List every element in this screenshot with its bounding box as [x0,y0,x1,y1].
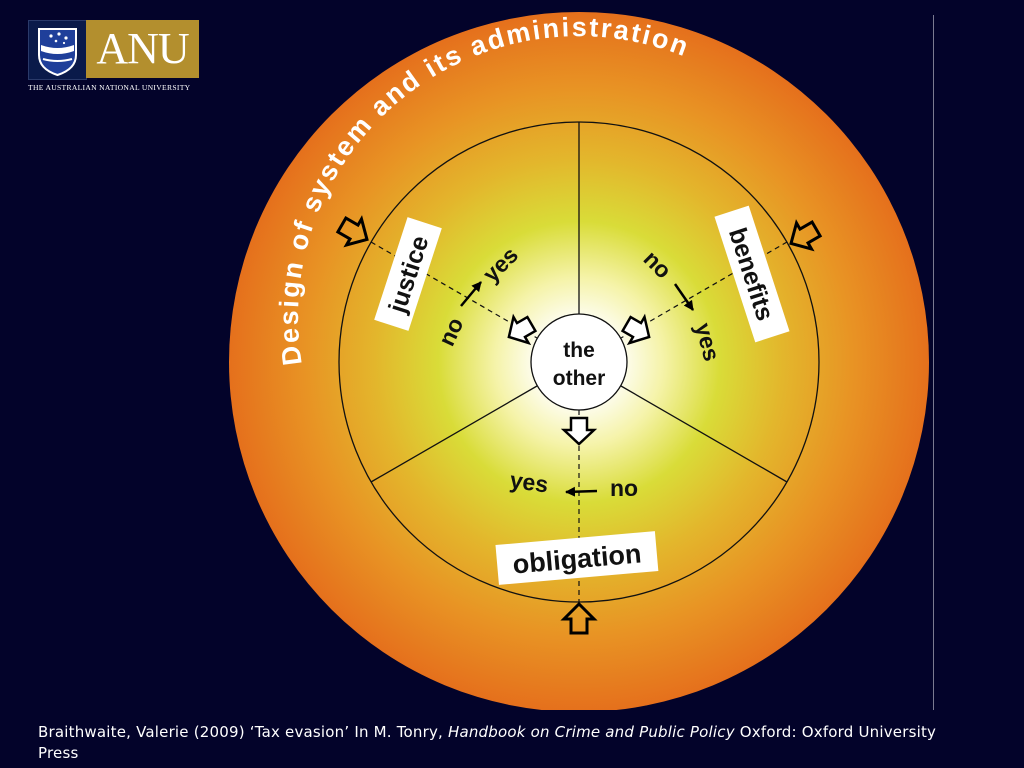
obligation-arrow-icon [565,486,598,497]
benefits-outer-arrow-icon [789,219,823,252]
obligation-block-arrow-icon [560,416,598,446]
center-label-line2: other [553,367,606,390]
obligation-no: no [610,475,638,501]
citation-book-title: Handbook on Crime and Public Policy [447,723,735,741]
obligation-label-box [495,531,659,585]
center-label-line1: the [563,339,595,362]
justice-arrow-icon [460,281,482,307]
obligation-segment: obligation [495,531,659,585]
divider-right [620,385,788,483]
citation-suffix: Oxford: Oxford University Press [38,723,937,762]
justice-label-box [374,217,442,331]
justice-block-arrow-icon [507,313,538,346]
obligation-outer-arrow-icon [560,601,598,635]
vertical-divider [933,15,934,710]
benefits-arrow-icon [673,283,695,311]
citation-prefix: Braithwaite, Valerie (2009) ‘Tax evasion… [38,723,448,741]
tax-compliance-diagram: Design of system and its administration … [224,12,934,712]
center-circle [530,313,628,411]
justice-outer-arrow-icon [335,215,369,248]
university-name: THE AUSTRALIAN NATIONAL UNIVERSITY [28,83,191,92]
anu-logo[interactable]: ANU THE AUSTRALIAN NATIONAL UNIVERSITY [28,20,200,92]
obligation-yes: yes [508,467,550,498]
anu-crest-icon [28,20,87,80]
benefits-label-box [714,205,790,343]
justice-segment: justice [374,217,442,331]
anu-wordmark: ANU [86,20,199,78]
benefits-block-arrow-icon [620,313,651,346]
divider-left [370,385,538,483]
citation: Braithwaite, Valerie (2009) ‘Tax evasion… [38,722,978,764]
